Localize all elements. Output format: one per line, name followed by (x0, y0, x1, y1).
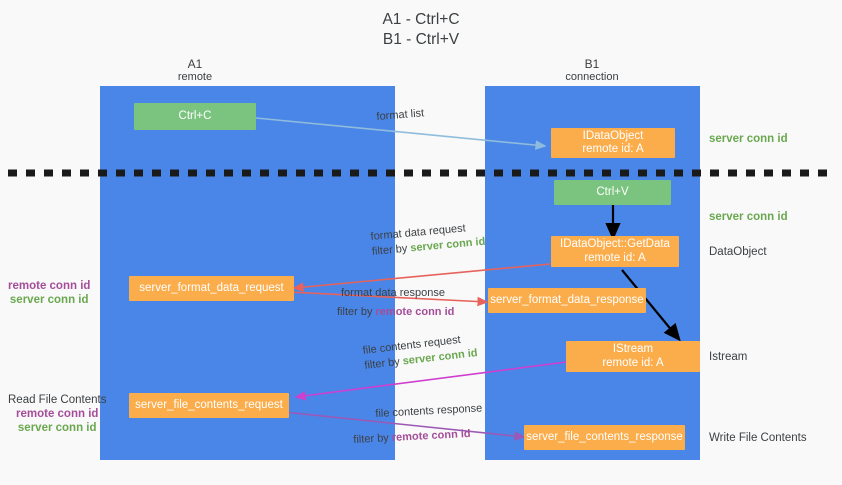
node-ctrl-v[interactable]: Ctrl+V (554, 180, 671, 205)
edge-label-file-contents-response-filter-prefix: filter by (353, 431, 393, 446)
right-label-write-file-contents: Write File Contents (709, 432, 807, 444)
left-label-file-contents-remote-conn-id: remote conn id (16, 408, 99, 420)
edge-label-format-list-main: format list (376, 107, 425, 123)
node-server-file-contents-request[interactable]: server_file_contents_request (129, 393, 289, 418)
left-label-read-file-contents: Read File Contents (8, 394, 107, 406)
node-ctrl-v-label: Ctrl+V (596, 185, 629, 198)
edge-label-format-data-response-filter: filter by remote conn id (337, 305, 454, 320)
node-server-format-data-request[interactable]: server_format_data_request (129, 276, 294, 301)
node-server-file-contents-request-label: server_file_contents_request (135, 398, 283, 411)
node-idataobject[interactable]: IDataObject remote id: A (551, 128, 675, 158)
right-label-server-conn-id-1: server conn id (709, 133, 788, 145)
node-istream-line1: IStream (612, 343, 654, 355)
edge-label-format-data-response-filter-prefix: filter by (337, 306, 376, 318)
edge-label-format-list: format list (376, 106, 425, 125)
column-header-a1-name: A1 (187, 57, 203, 71)
edge-label-format-data-response-filter-value: remote conn id (375, 306, 455, 318)
node-server-format-data-request-label: server_format_data_request (139, 281, 284, 294)
column-header-a1-sub: remote (177, 71, 213, 83)
node-istream[interactable]: IStream remote id: A (566, 341, 700, 372)
right-label-istream: Istream (709, 351, 748, 363)
edge-label-format-data-response: format data response (341, 286, 445, 301)
column-header-a1: A1 remote (115, 58, 275, 84)
title-line-2: B1 - Ctrl+V (382, 31, 460, 48)
page-title: A1 - Ctrl+C B1 - Ctrl+V (0, 10, 842, 50)
left-label-format-data-server-conn-id: server conn id (9, 294, 89, 306)
column-header-b1-name: B1 (584, 57, 600, 71)
edge-label-format-data-response-filter-wrap: filter by remote conn id (337, 305, 454, 320)
node-server-format-data-response[interactable]: server_format_data_response (488, 288, 646, 313)
node-idataobject-getdata[interactable]: IDataObject::GetData remote id: A (551, 236, 679, 267)
node-server-format-data-response-label: server_format_data_response (490, 293, 644, 306)
node-idataobject-line1: IDataObject (582, 129, 644, 142)
node-idataobject-getdata-line2: remote id: A (584, 251, 646, 264)
edge-label-format-data-response-main: format data response (341, 287, 445, 299)
node-server-file-contents-response[interactable]: server_file_contents_response (524, 425, 685, 450)
node-idataobject-line2: remote id: A (582, 143, 644, 155)
node-ctrl-c[interactable]: Ctrl+C (134, 103, 256, 130)
column-header-b1-sub: connection (565, 71, 619, 83)
edge-label-format-data-request-filter-prefix: filter by (371, 242, 411, 258)
node-idataobject-getdata-line1: IDataObject::GetData (560, 238, 670, 250)
right-label-dataobject: DataObject (709, 246, 767, 258)
edge-label-file-contents-request-filter-prefix: filter by (363, 355, 404, 372)
left-label-read-file-contents-group: Read File Contents remote conn id server… (8, 393, 106, 435)
right-label-server-conn-id-2: server conn id (709, 211, 788, 223)
left-label-format-data-conn-ids: remote conn id server conn id (8, 279, 90, 307)
title-line-1: A1 - Ctrl+C (382, 11, 460, 28)
column-header-b1: B1 connection (512, 58, 672, 84)
left-label-format-data-remote-conn-id: remote conn id (8, 280, 91, 292)
left-label-file-contents-server-conn-id: server conn id (17, 422, 97, 434)
edge-label-file-contents-response-filter-value: remote conn id (391, 427, 471, 444)
node-server-file-contents-response-label: server_file_contents_response (526, 430, 683, 443)
node-istream-line2: remote id: A (602, 356, 664, 369)
node-ctrl-c-label: Ctrl+C (178, 109, 212, 122)
